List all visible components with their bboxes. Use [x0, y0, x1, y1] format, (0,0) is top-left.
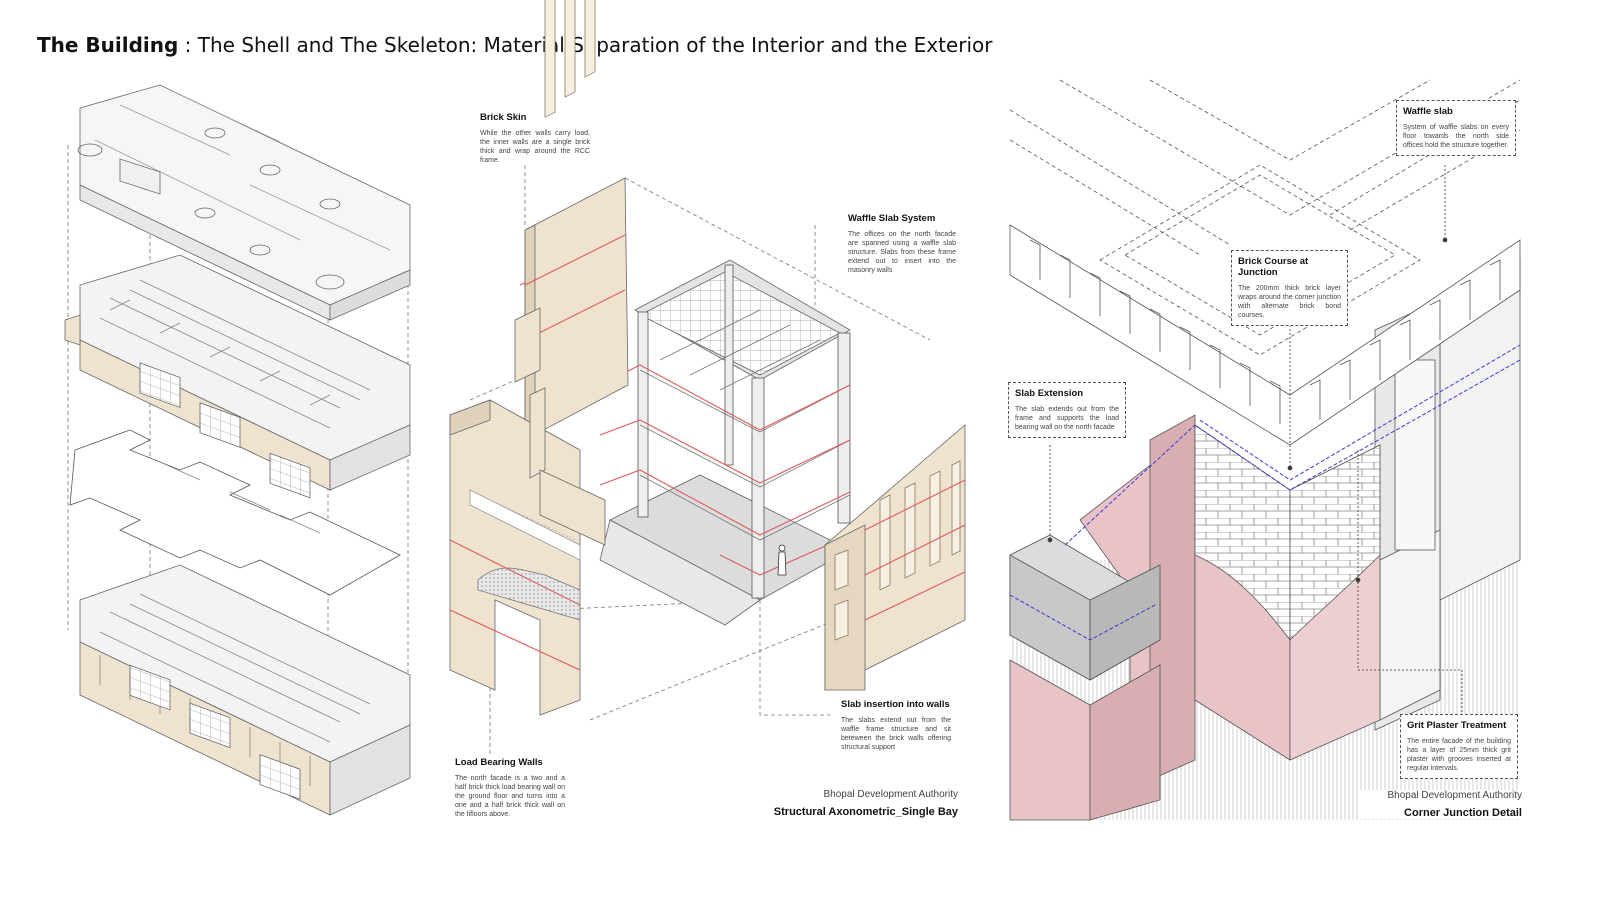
note-text: The slab extends out from the frame and …	[1015, 406, 1119, 431]
note-heading: Grit Plaster Treatment	[1407, 720, 1507, 731]
note-heading: Brick Course at Junction	[1238, 256, 1309, 278]
caption-name: Structural Axonometric_Single Bay	[773, 806, 958, 818]
note-load-bearing-walls: Load Bearing Walls The north facade is a…	[455, 757, 565, 819]
note-text: The slabs extend out from the waffle fra…	[841, 717, 951, 751]
note-waffle-slab: Waffle slab System of waffle slabs on ev…	[1396, 100, 1516, 156]
note-grit-plaster: Grit Plaster Treatment The entire facade…	[1400, 714, 1518, 779]
caption-name: Corner Junction Detail	[1404, 807, 1522, 819]
exploded-axonometric	[64, 84, 411, 816]
note-heading: Waffle Slab System	[848, 213, 936, 224]
note-heading: Slab insertion into walls	[841, 699, 950, 710]
note-slab-insertion: Slab insertion into walls The slabs exte…	[841, 699, 951, 752]
note-text: The offices on the north facade are span…	[848, 231, 956, 274]
note-text: The entire facade of the building has a …	[1407, 738, 1511, 772]
caption-org: Bhopal Development Authority	[823, 789, 958, 800]
note-waffle-slab-system: Waffle Slab System The offices on the no…	[848, 213, 956, 275]
corner-junction-detail	[1009, 79, 1521, 821]
note-brick-course: Brick Course at Junction The 200mm thick…	[1231, 250, 1348, 326]
note-text: The 200mm thick brick layer wraps around…	[1238, 285, 1341, 319]
note-text: While the other walls carry load, the in…	[480, 130, 590, 164]
note-heading: Slab Extension	[1015, 388, 1084, 399]
note-slab-extension: Slab Extension The slab extends out from…	[1008, 382, 1126, 438]
caption-org: Bhopal Development Authority	[1387, 790, 1522, 801]
caption-corner-junction: Bhopal Development Authority Corner Junc…	[1360, 790, 1522, 819]
note-heading: Load Bearing Walls	[455, 757, 543, 768]
note-brick-skin: Brick Skin While the other walls carry l…	[480, 112, 590, 165]
note-heading: Waffle slab	[1403, 106, 1453, 117]
structural-axonometric	[449, 0, 966, 755]
note-heading: Brick Skin	[480, 112, 527, 123]
title-bold: The Building	[37, 33, 179, 57]
note-text: System of waffle slabs on every floor to…	[1403, 124, 1509, 149]
caption-structural: Bhopal Development Authority Structural …	[740, 789, 958, 818]
note-text: The north facade is a two and a half bri…	[455, 775, 565, 818]
